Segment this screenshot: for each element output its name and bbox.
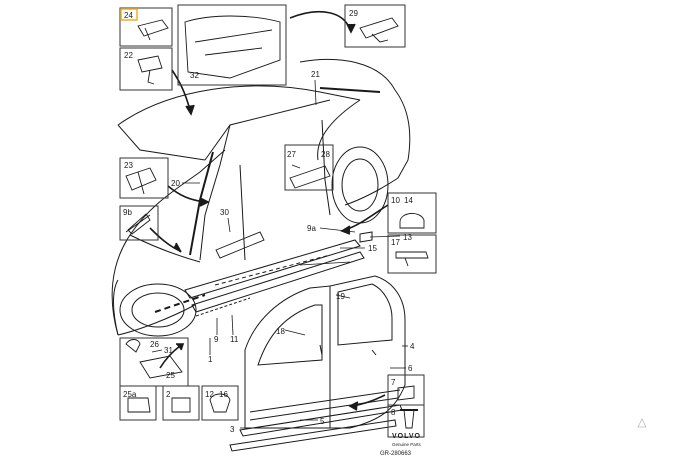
brand-subtitle: Genuine Parts <box>392 442 422 447</box>
callout-20: 20 <box>171 179 180 188</box>
callout-5: 5 <box>320 417 325 426</box>
detail-box-23 <box>119 157 169 199</box>
callout-19: 19 <box>336 292 345 301</box>
detail-box-17 <box>387 234 437 274</box>
car-body <box>111 59 411 337</box>
callout-27: 27 <box>287 150 296 159</box>
callout-21: 21 <box>311 70 320 79</box>
callout-15: 15 <box>368 244 377 253</box>
callout-29: 29 <box>349 9 358 18</box>
callout-6: 6 <box>408 364 413 373</box>
detail-box-25a <box>119 385 157 421</box>
detail-box-22 <box>119 47 173 91</box>
callout-arrows <box>149 10 389 411</box>
sill-mouldings <box>154 231 403 452</box>
callout-24: 24 <box>124 11 133 20</box>
detail-box-2 <box>162 385 200 421</box>
callout-32: 32 <box>190 71 199 80</box>
callout-25: 25 <box>166 371 175 380</box>
part-sketches <box>125 15 429 429</box>
callout-22: 22 <box>124 51 133 60</box>
detail-box-8 <box>387 404 425 438</box>
callout-8: 8 <box>391 408 396 417</box>
callout-labels: 24 29 22 32 21 23 20 27 28 9b 30 9a 10 1… <box>123 9 415 434</box>
highlight-frame <box>120 8 138 21</box>
detail-boxes <box>119 4 437 438</box>
callout-28: 28 <box>321 150 330 159</box>
callout-9a: 9a <box>307 224 316 233</box>
callout-26: 26 <box>150 340 159 349</box>
callout-23: 23 <box>124 161 133 170</box>
callout-4: 4 <box>410 342 415 351</box>
callout-7: 7 <box>391 378 396 387</box>
triangle-icon <box>637 418 647 428</box>
callout-25a: 25a <box>123 390 137 399</box>
callout-16: 16 <box>219 390 228 399</box>
detail-box-27-28 <box>284 144 334 191</box>
callout-14: 14 <box>404 196 413 205</box>
brand-block: VOLVO Genuine Parts GR-280663 <box>380 433 422 457</box>
callout-10: 10 <box>391 196 400 205</box>
detail-box-32 <box>177 4 287 86</box>
detail-box-9b <box>119 205 159 241</box>
detail-box-24 <box>119 7 173 47</box>
callout-13: 13 <box>403 233 412 242</box>
callout-17: 17 <box>391 238 400 247</box>
leader-lines <box>151 79 408 429</box>
callout-2: 2 <box>166 390 171 399</box>
brand-logo: VOLVO <box>392 433 421 440</box>
callout-9b: 9b <box>123 208 132 217</box>
callout-1: 1 <box>208 355 213 364</box>
detail-box-29 <box>344 4 406 48</box>
detail-box-10-14 <box>387 192 437 234</box>
callout-9: 9 <box>214 335 219 344</box>
diagram-code: GR-280663 <box>380 451 412 457</box>
callout-11: 11 <box>230 335 239 344</box>
door-assembly <box>244 275 406 429</box>
detail-box-12-16 <box>201 385 239 421</box>
callout-31: 31 <box>164 346 173 355</box>
callout-12: 12 <box>205 390 214 399</box>
callout-18: 18 <box>276 327 285 336</box>
callout-3: 3 <box>230 425 235 434</box>
callout-30: 30 <box>220 208 229 217</box>
